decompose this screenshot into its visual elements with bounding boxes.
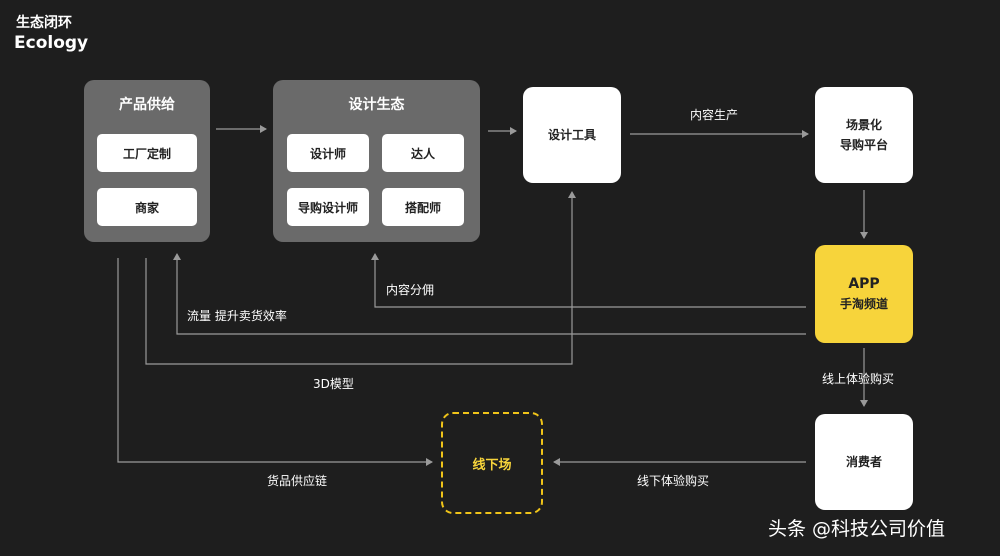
factory-custom-pill: 工厂定制 <box>97 134 197 172</box>
design-ecosystem-group: 设计生态 设计师 达人 导购设计师 搭配师 <box>273 80 480 242</box>
label-traffic-efficiency: 流量 提升卖货效率 <box>187 309 287 323</box>
product-supply-group: 产品供给 工厂定制 商家 <box>84 80 210 242</box>
arrow-revenue-share <box>371 253 806 308</box>
stylist-pill: 搭配师 <box>382 188 464 226</box>
app-card: APP 手淘频道 <box>815 245 913 343</box>
label-3d-model: 3D模型 <box>313 377 354 391</box>
offline-venue: 线下场 <box>441 412 543 514</box>
design-ecosystem-title: 设计生态 <box>348 97 405 113</box>
product-supply-title: 产品供给 <box>119 97 175 113</box>
scene-platform-card: 场景化 导购平台 <box>815 87 913 183</box>
designer-pill: 设计师 <box>287 134 369 172</box>
app-line2: 手淘频道 <box>839 297 888 311</box>
watermark: 头条 @科技公司价值 <box>768 518 946 540</box>
shopping-guide-designer-pill: 导购设计师 <box>287 188 369 226</box>
arrow-traffic <box>173 253 806 335</box>
consumer-label: 消费者 <box>845 455 882 469</box>
design-tools-card: 设计工具 <box>523 87 621 183</box>
arrow-3d-model <box>145 191 576 365</box>
heading-zh: 生态闭环 <box>16 15 72 31</box>
heading-en: Ecology <box>14 33 89 53</box>
label-content-production: 内容生产 <box>690 108 739 122</box>
label-online-experience: 线上体验购买 <box>822 372 895 386</box>
scene-platform-line1: 场景化 <box>845 118 882 132</box>
design-tools-label: 设计工具 <box>547 128 596 142</box>
offline-label: 线下场 <box>472 457 512 473</box>
app-line1: APP <box>848 276 880 292</box>
consumer-card: 消费者 <box>815 414 913 510</box>
label-content-revenue-share: 内容分佣 <box>386 283 435 297</box>
influencer-pill: 达人 <box>382 134 464 172</box>
label-supply-chain: 货品供应链 <box>267 474 328 488</box>
arrow-supply-chain <box>117 258 433 466</box>
scene-platform-line2: 导购平台 <box>839 138 888 152</box>
merchant-pill: 商家 <box>97 188 197 226</box>
label-offline-experience: 线下体验购买 <box>637 474 710 488</box>
